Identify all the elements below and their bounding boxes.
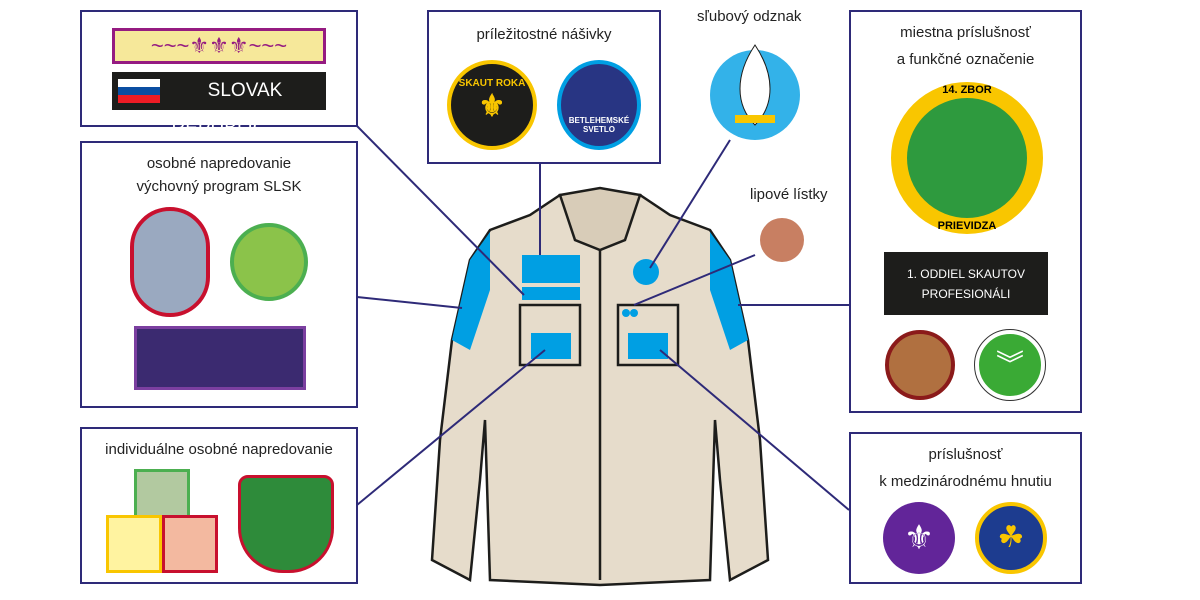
promise-badge-spot	[633, 259, 659, 285]
promise-badge-label: sľubový odznak	[697, 8, 802, 25]
individual-title: individuálne osobné napredovanie	[105, 441, 333, 458]
linden-leaves	[760, 218, 804, 262]
unit-strip: ~~~⚜⚜⚜~~~	[112, 28, 326, 64]
skaut-roka-badge: SKAUT ROKA⚜	[447, 60, 537, 150]
rank-patch-spot	[522, 287, 580, 300]
personal-title-2: výchovný program SLSK	[136, 178, 302, 195]
map-badge	[230, 223, 308, 301]
left-pocket-patch-spot	[531, 333, 571, 359]
promise-badge	[710, 44, 800, 140]
local-affiliation-box: miestna príslušnosť a funkčné označenie …	[849, 10, 1082, 413]
slovak-flag-icon	[118, 79, 160, 103]
eagle-badge	[238, 475, 334, 573]
wagggs-badge: ☘	[975, 502, 1047, 574]
right-pocket-patch-spot	[628, 333, 668, 359]
personal-title-1: osobné napredovanie	[146, 155, 292, 172]
wosm-badge: ⚜	[883, 502, 955, 574]
local-title-1: miestna príslušnosť	[900, 24, 1031, 41]
betlehemske-svetlo-badge: BETLEHEMSKÉ SVETLO	[557, 60, 641, 150]
bear-patrol-badge	[885, 330, 955, 400]
nationality-strip: SLOVAK REPUBLIC	[112, 72, 326, 139]
night-sky-badge	[134, 326, 306, 390]
occasional-patch-spot	[522, 255, 580, 283]
occasional-box: príležitostné nášivky SKAUT ROKA⚜ BETLEH…	[427, 10, 661, 164]
international-title-1: príslušnosť	[928, 446, 1003, 463]
zbor-badge: 14. ZBOR PRIEVIDZA	[891, 82, 1043, 234]
local-title-2: a funkčné označenie	[896, 51, 1035, 68]
connector-lines	[356, 125, 850, 511]
chamois-badge	[130, 207, 210, 317]
compass-badge	[162, 515, 218, 573]
shirt	[430, 186, 770, 587]
occasional-title: príležitostné nášivky	[476, 26, 612, 43]
linden-leaves-label: lipové lístky	[750, 186, 828, 203]
international-box: príslušnosť k medzinárodnému hnutiu ⚜ ☘	[849, 432, 1082, 584]
insignia-box: ~~~⚜⚜⚜~~~ SLOVAK REPUBLIC	[80, 10, 358, 139]
international-title-2: k medzinárodnému hnutiu	[879, 473, 1052, 490]
patch-placeholders	[522, 255, 668, 359]
rank-chevron-badge: ︾	[974, 329, 1046, 401]
individual-progress-box: individuálne osobné napredovanie	[80, 427, 358, 584]
scout-hat-badge	[106, 515, 162, 573]
personal-progress-box: osobné napredovanie výchovný program SLS…	[80, 141, 358, 408]
